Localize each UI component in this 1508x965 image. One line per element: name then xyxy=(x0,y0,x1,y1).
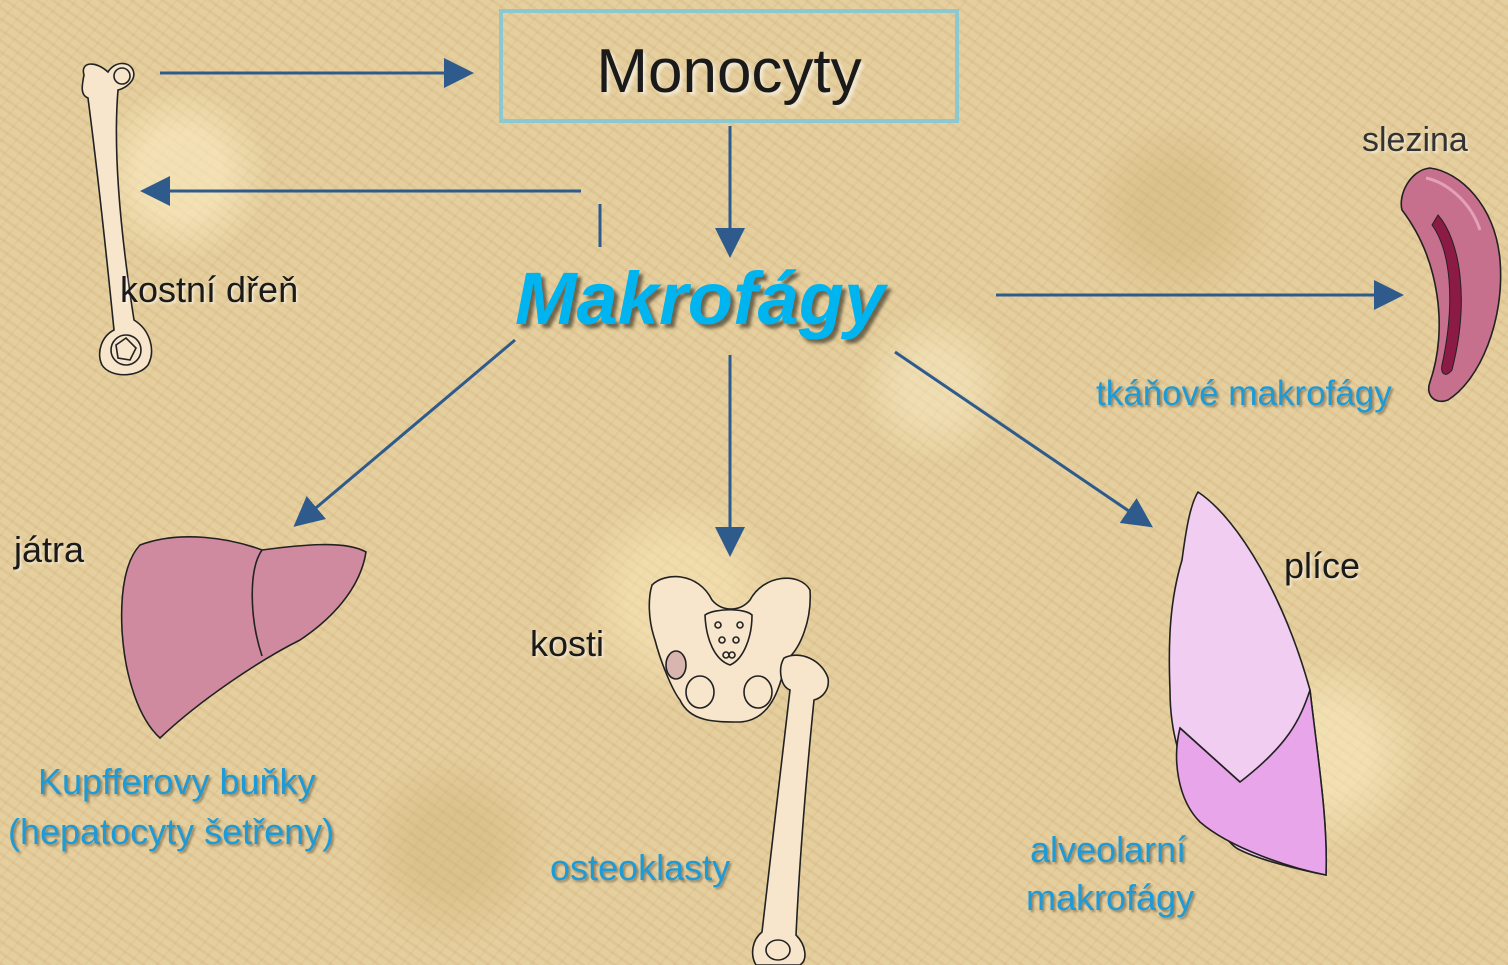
spleen-cells-label: tkáňové makrofágy xyxy=(1096,376,1392,411)
bones-label: kosti xyxy=(530,626,604,662)
liver-icon xyxy=(122,537,366,738)
bones-cells-label: osteoklasty xyxy=(550,850,730,886)
spleen-icon xyxy=(1401,168,1500,401)
liver-cells-line1: Kupfferovy buňky xyxy=(38,764,316,800)
liver-cells-line2: (hepatocyty šetřeny) xyxy=(8,814,334,850)
monocyty-box: Monocyty xyxy=(499,9,959,123)
pelvis-icon xyxy=(649,577,828,965)
spleen-label: slezina xyxy=(1362,123,1468,157)
makrofagy-label: Makrofágy xyxy=(515,262,885,336)
monocyty-label: Monocyty xyxy=(503,41,955,103)
bone-marrow-label: kostní dřeň xyxy=(120,272,298,308)
femur-icon xyxy=(82,63,151,374)
arrow-to-liver xyxy=(298,340,515,523)
lungs-label: plíce xyxy=(1284,548,1360,584)
lungs-cells-line1: alveolarní xyxy=(1030,832,1186,868)
liver-label: játra xyxy=(14,532,84,568)
lungs-cells-line2: makrofágy xyxy=(1026,880,1194,916)
